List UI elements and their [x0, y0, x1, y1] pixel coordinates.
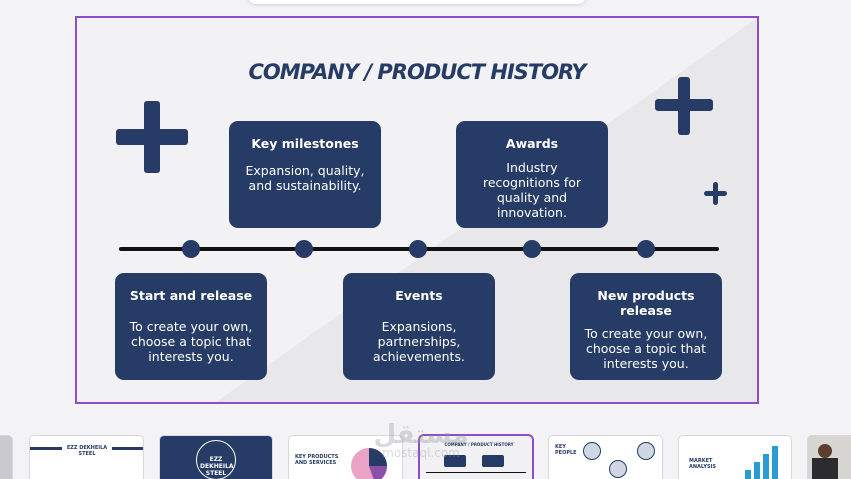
slide-thumbnail[interactable]: KEY PRODUCTS AND SERVICES: [289, 436, 402, 479]
thumb-bar: [745, 470, 751, 479]
card-text: Expansion, quality, and sustainability.: [245, 163, 365, 193]
card-title: Key milestones: [251, 136, 359, 151]
thumb-pie-chart: [351, 448, 388, 479]
thumb-photo-body: [812, 458, 838, 479]
card-text: Expansions, partnerships, achievements.: [373, 319, 465, 364]
card-awards[interactable]: Awards Industry recognitions for quality…: [456, 121, 608, 228]
thumb-label: COMPANY / PRODUCT HISTORY: [444, 442, 514, 447]
timeline-dot: [295, 240, 313, 258]
plus-decoration-icon: [655, 77, 713, 135]
thumb-bar: [763, 454, 769, 479]
card-title: New products release: [597, 288, 695, 318]
thumb-avatar: [637, 442, 655, 460]
thumb-avatar: [583, 442, 601, 460]
slide-title[interactable]: COMPANY / PRODUCT HISTORY: [248, 60, 586, 84]
thumb-label: EZZ DEKHEILA STEEL: [200, 456, 234, 477]
card-text: To create your own, choose a topic that …: [129, 319, 253, 364]
slide-thumbnail[interactable]: EZZ DEKHEILA STEEL: [30, 436, 143, 479]
timeline-dot: [637, 240, 655, 258]
card-key-milestones[interactable]: Key milestones Expansion, quality, and s…: [229, 121, 381, 228]
slide-thumbnail[interactable]: [808, 436, 851, 479]
slide-thumbnail[interactable]: [0, 436, 12, 479]
watermark-latin: mostaql.com: [382, 446, 460, 460]
plus-decoration-icon: [704, 182, 727, 205]
thumb-card: [444, 455, 466, 467]
thumb-avatar: [609, 460, 627, 478]
card-title: Awards: [505, 136, 559, 151]
thumb-line: [426, 472, 526, 473]
card-new-products-release[interactable]: New products release To create your own,…: [570, 273, 722, 380]
watermark-arabic: مستقل: [373, 420, 469, 450]
timeline-dot: [409, 240, 427, 258]
card-text: Industry recognitions for quality and in…: [482, 160, 582, 220]
card-start-and-release[interactable]: Start and release To create your own, ch…: [115, 273, 267, 380]
watermark: مستقل mostaql.com: [366, 419, 476, 471]
thumb-label: EZZ DEKHEILA STEEL: [62, 445, 112, 457]
thumb-circle: [196, 440, 236, 479]
thumb-bar: [754, 462, 760, 479]
timeline-dot: [523, 240, 541, 258]
thumb-card: [482, 455, 504, 467]
thumb-bar: [772, 446, 778, 479]
timeline-dot: [182, 240, 200, 258]
card-events[interactable]: Events Expansions, partnerships, achieve…: [343, 273, 495, 380]
card-title: Start and release: [129, 288, 253, 303]
slide-thumbnail[interactable]: MARKET ANALYSIS: [679, 436, 791, 479]
thumb-photo-person: [818, 444, 832, 458]
plus-decoration-icon: [116, 101, 188, 173]
slide-thumbnail[interactable]: KEY PEOPLE: [549, 436, 662, 479]
thumb-label: KEY PRODUCTS AND SERVICES: [295, 454, 339, 466]
slide-canvas[interactable]: COMPANY / PRODUCT HISTORY Key milestones…: [75, 16, 759, 404]
card-title: Events: [395, 288, 443, 303]
thumb-label: MARKET ANALYSIS: [689, 458, 717, 470]
slide-thumbnail[interactable]: EZZ DEKHEILA STEEL: [160, 436, 272, 479]
card-text: To create your own, choose a topic that …: [584, 326, 708, 371]
top-toolbar-tab: [248, 0, 586, 4]
thumb-label: KEY PEOPLE: [555, 444, 577, 456]
slide-thumbnail-selected[interactable]: COMPANY / PRODUCT HISTORY: [420, 436, 532, 479]
